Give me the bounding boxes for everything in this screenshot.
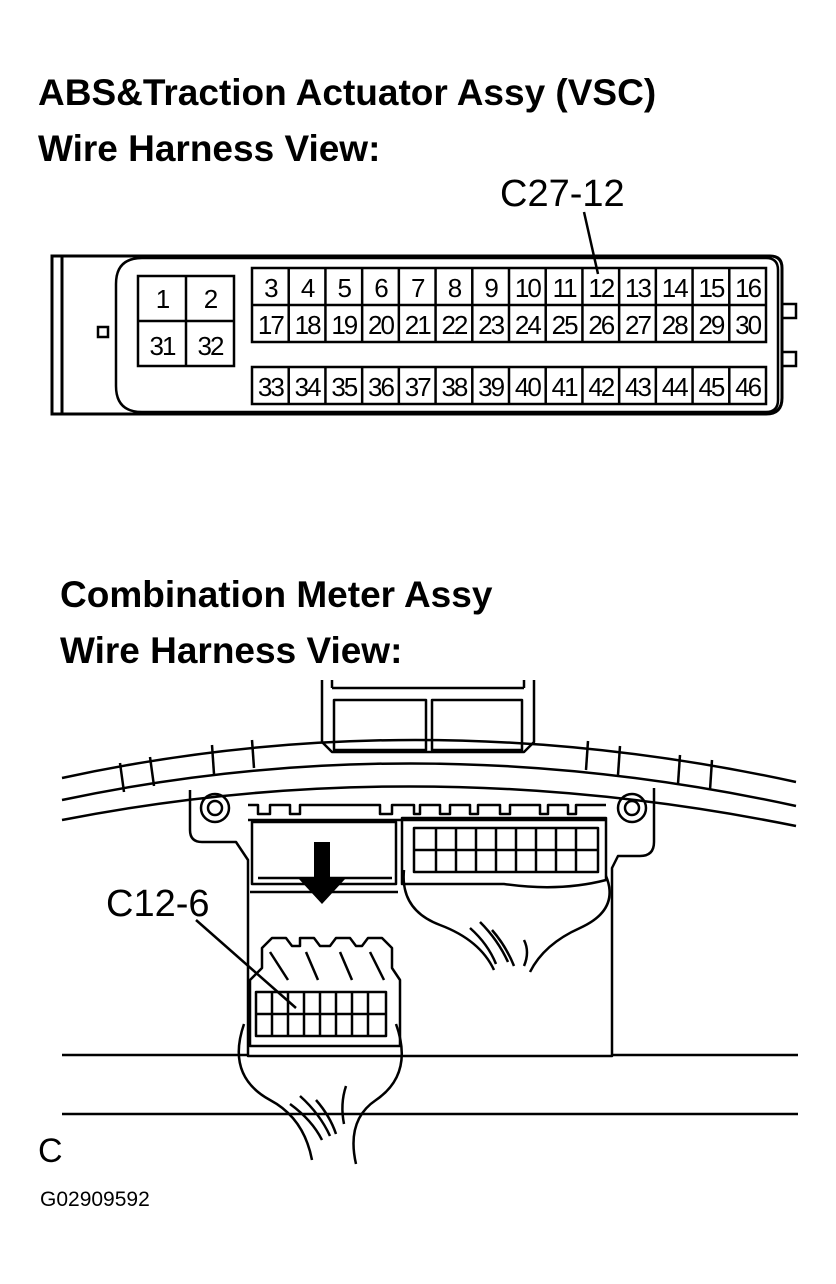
pin-label: 12 (588, 273, 614, 303)
pin-label: 38 (441, 372, 467, 402)
pin-label: 7 (411, 273, 425, 303)
pin-label: 36 (368, 372, 394, 402)
abs-left-pin-block: 1 2 31 32 (136, 274, 236, 368)
pin-label: 10 (515, 273, 541, 303)
pin-label: 18 (295, 310, 321, 340)
pin-label: 5 (338, 273, 352, 303)
pin-row-3: 33 34 35 36 37 38 39 40 41 42 43 44 45 4… (258, 372, 764, 402)
callout-c27-12: C27-12 (500, 173, 625, 215)
pin-label: 21 (405, 310, 431, 340)
pin-label: 13 (625, 273, 651, 303)
pin-label: 8 (448, 273, 462, 303)
pin-label: 15 (698, 273, 724, 303)
pin-label: 46 (735, 372, 761, 402)
pin-label: 31 (150, 331, 176, 361)
abs-connector-drawing (50, 254, 798, 416)
callout-c12-6: C12-6 (106, 883, 210, 925)
pin-label: 44 (662, 372, 688, 402)
pin-label: 34 (295, 372, 321, 402)
pin-label: 28 (662, 310, 688, 340)
pin-label: 43 (625, 372, 651, 402)
pin-label: 4 (301, 273, 315, 303)
pin-label: 45 (698, 372, 724, 402)
pin-label: 29 (698, 310, 724, 340)
pin-label: 41 (552, 372, 578, 402)
pin-label: 16 (735, 273, 761, 303)
pin-label: 32 (198, 331, 224, 361)
combination-meter-drawing (61, 680, 798, 1165)
pin-row-1: 3 4 5 6 7 8 9 10 11 12 13 14 15 16 (264, 273, 764, 303)
abs-right-pin-grid-bottom (250, 365, 768, 406)
pin-label: 20 (368, 310, 394, 340)
pin-label: 22 (441, 310, 467, 340)
pin-label: 6 (374, 273, 388, 303)
pin-label: 30 (735, 310, 761, 340)
insertion-arrow-icon (298, 842, 346, 904)
connector-1-title-line2: Wire Harness View: (38, 128, 381, 169)
pin-row-2: 17 18 19 20 21 22 23 24 25 26 27 28 29 3… (258, 310, 764, 340)
connector-2-title-line1: Combination Meter Assy (60, 574, 493, 615)
pin-label: 11 (553, 273, 578, 303)
pin-label: 37 (405, 372, 431, 402)
pin-label: 17 (258, 310, 284, 340)
pin-label: 39 (478, 372, 504, 402)
abs-right-pin-grid-top (250, 266, 768, 344)
footer-letter: C (38, 1132, 63, 1170)
pin-label: 26 (588, 310, 614, 340)
callout-leader-c12 (195, 919, 297, 1009)
pin-label: 1 (156, 284, 170, 314)
pin-label: 42 (588, 372, 614, 402)
connector-2-title-line2: Wire Harness View: (60, 630, 403, 671)
pin-label: 3 (264, 273, 278, 303)
pin-label: 33 (258, 372, 284, 402)
pin-label: 40 (515, 372, 541, 402)
pin-label: 9 (484, 273, 498, 303)
pin-label: 35 (331, 372, 357, 402)
pin-label: 24 (515, 310, 541, 340)
pin-label: 19 (331, 310, 357, 340)
figure-code: G02909592 (40, 1188, 150, 1211)
pin-label: 14 (662, 273, 688, 303)
connector-1-title-line1: ABS&Traction Actuator Assy (VSC) (38, 72, 657, 113)
pin-label: 2 (204, 284, 218, 314)
pin-label: 23 (478, 310, 504, 340)
pin-label: 25 (552, 310, 578, 340)
pin-label: 27 (625, 310, 651, 340)
callout-leader-c27 (582, 211, 600, 275)
